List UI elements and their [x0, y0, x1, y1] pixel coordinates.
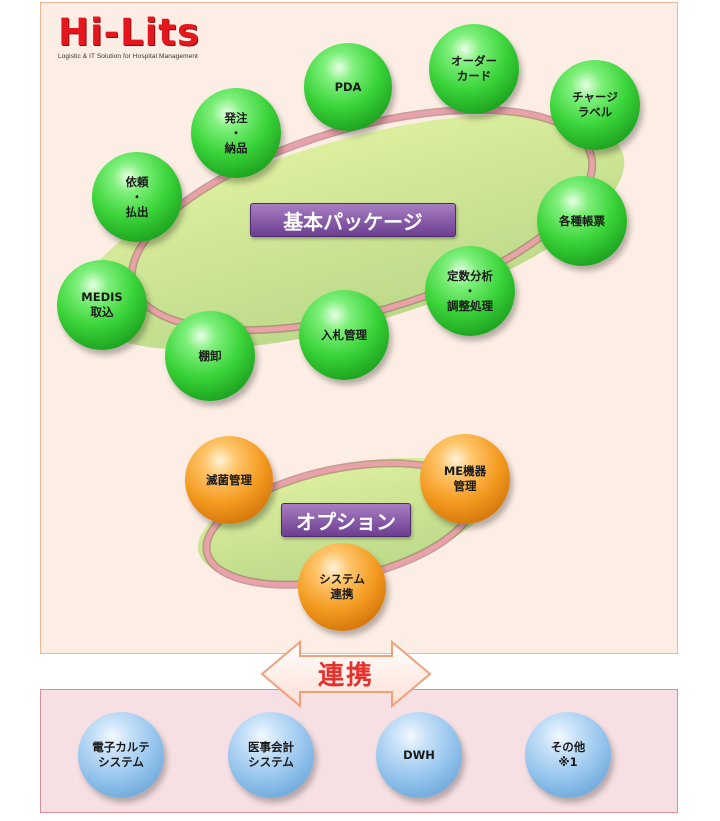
- option-sterilization: 滅菌管理: [185, 436, 273, 524]
- option-system-link: システム 連携: [298, 543, 386, 631]
- logo-wordmark: Hi-Lits: [58, 11, 200, 54]
- system-dwh: DWH: [376, 712, 462, 798]
- module-reports: 各種帳票: [537, 176, 627, 266]
- logo-tagline: Logistic & IT Solution for Hospital Mana…: [58, 53, 198, 60]
- module-constant-analysis: 定数分析 ・ 調整処理: [425, 246, 515, 336]
- system-other: その他 ※1: [525, 712, 611, 798]
- option-label: オプション: [281, 503, 411, 537]
- module-charge-label: チャージ ラベル: [550, 60, 640, 150]
- link-label: 連携: [317, 660, 374, 691]
- system-electronic-medical-record: 電子カルテ システム: [78, 712, 164, 798]
- module-medis-import: MEDIS 取込: [57, 260, 147, 350]
- module-pda: PDA: [304, 43, 392, 131]
- system-medical-accounting: 医事会計 システム: [228, 712, 314, 798]
- basic-package-label: 基本パッケージ: [250, 203, 456, 237]
- hi-lits-logo: Hi-Lits Logistic & IT Solution for Hospi…: [58, 14, 200, 60]
- module-inventory: 棚卸: [165, 311, 255, 401]
- module-ordering-delivery: 発注 ・ 納品: [191, 88, 281, 178]
- module-order-card: オーダー カード: [429, 24, 519, 114]
- module-bid-management: 入札管理: [299, 290, 389, 380]
- option-me-equipment: ME機器 管理: [420, 434, 510, 524]
- link-double-arrow: [260, 639, 432, 709]
- module-request-dispense: 依頼 ・ 払出: [92, 152, 182, 242]
